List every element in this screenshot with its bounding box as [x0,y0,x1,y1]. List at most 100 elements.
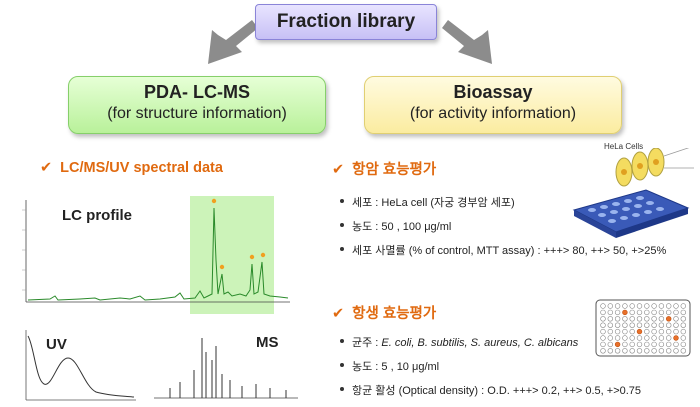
list-item: 농도 : 5 , 10 μg/ml [338,358,641,382]
peak-highlight-region [190,196,274,314]
list-item: 농도 : 50 , 100 μg/ml [338,218,666,242]
plate-well [636,303,643,309]
plate-well [665,328,672,335]
plate-well [636,328,643,335]
plate-well [629,322,635,328]
uv-spectrum [25,330,136,401]
plate-well [644,316,650,322]
plate-well [629,328,635,335]
plate-well [665,322,672,328]
plate-well [651,335,657,341]
plate-well [680,341,687,348]
check-icon: ✔ [40,160,53,176]
plate-well [680,335,687,341]
plate-well [651,303,657,309]
plate-well [673,303,679,309]
hela-cells-label: HeLa Cells [604,142,644,151]
anticancer-list: 세포 : HeLa cell (자궁 경부암 세포) 농도 : 50 , 100… [338,194,666,266]
plate-well [607,303,613,309]
plate-well [636,348,643,354]
plate-well [629,303,635,309]
strain-prefix: 균주 : [352,337,382,349]
ms-spectrum [154,338,298,399]
plate-well [622,309,628,316]
list-item: 항균 활성 (Optical density) : O.D. +++> 0.2,… [338,382,641,406]
spectral-data-heading-text: LC/MS/UV spectral data [60,160,223,176]
plate-well [622,335,628,341]
plate-well [644,348,650,354]
antibiotic-list: 균주 : E. coli, B. subtilis, S. aureus, C.… [338,334,641,406]
lc-y-ticks [22,209,26,291]
plate-well [665,348,672,354]
plate-well [680,348,687,354]
plate-well [651,341,657,348]
plate-well [680,322,687,328]
pda-lc-ms-box: PDA- LC-MS (for structure information) [68,76,326,134]
plate-well [680,328,687,335]
plate-well [614,309,621,316]
plate-well [629,341,635,348]
list-item: 균주 : E. coli, B. subtilis, S. aureus, C.… [338,334,641,358]
arrow-right [442,20,492,64]
plate-well [673,348,679,354]
plate-well [636,309,643,316]
plate-well [658,316,665,322]
anticancer-heading: ✔항암 효능평가 [332,158,436,179]
anticancer-heading-text: 항암 효능평가 [352,162,437,178]
plate-well [644,309,650,316]
spectral-data-heading: ✔ LC/MS/UV spectral data [40,160,223,176]
plate-well [658,303,665,309]
plate-well [622,328,628,335]
plate-well [622,322,628,328]
plate-well [665,303,672,309]
plate-well [644,335,650,341]
plate-well [658,309,665,316]
cell-tubes [615,148,665,187]
plate-well [665,309,672,316]
fraction-library-title: Fraction library [276,11,416,32]
plate-well [644,303,650,309]
plate-well [607,348,613,354]
plate-well [636,335,643,341]
plate-well [607,316,613,322]
plate-well [665,335,672,341]
plate-well [680,309,687,316]
plate-well [651,328,657,335]
plate-well [600,316,606,322]
bioassay-title: Bioassay [453,82,533,102]
bioassay-box: Bioassay (for activity information) [364,76,622,134]
antibiotic-heading: ✔항생 효능평가 [332,302,436,323]
plate-well [673,328,679,335]
plate-well [607,335,613,341]
plate-well [665,316,672,322]
plate-well [614,316,621,322]
fraction-library-box: Fraction library [255,4,437,40]
plate-well [658,341,665,348]
plate-well [680,316,687,322]
plate-well [651,309,657,316]
plate-well [636,322,643,328]
pda-lc-ms-subtitle: (for structure information) [107,105,287,122]
plate-well [600,335,606,341]
plate-well [680,303,687,309]
plate-well [614,328,621,335]
antibiotic-heading-text: 항생 효능평가 [352,306,437,322]
plate-well [673,341,679,348]
plate-well [658,328,665,335]
plate-well [658,322,665,328]
plate-well [651,316,657,322]
96-well-plate [595,299,691,357]
plate-well [644,341,650,348]
lc-trace [27,207,289,301]
plate-well [658,348,665,354]
list-item: 세포 사멸률 (% of control, MTT assay) : +++> … [338,242,666,266]
pda-lc-ms-title: PDA- LC-MS [144,82,250,102]
plate-well [607,322,613,328]
plate-well [673,335,679,341]
lc-peak-markers [211,198,266,270]
plate-well [600,309,606,316]
plate-well [600,303,606,309]
lc-profile-label: LC profile [62,207,132,224]
plate-well [607,328,613,335]
